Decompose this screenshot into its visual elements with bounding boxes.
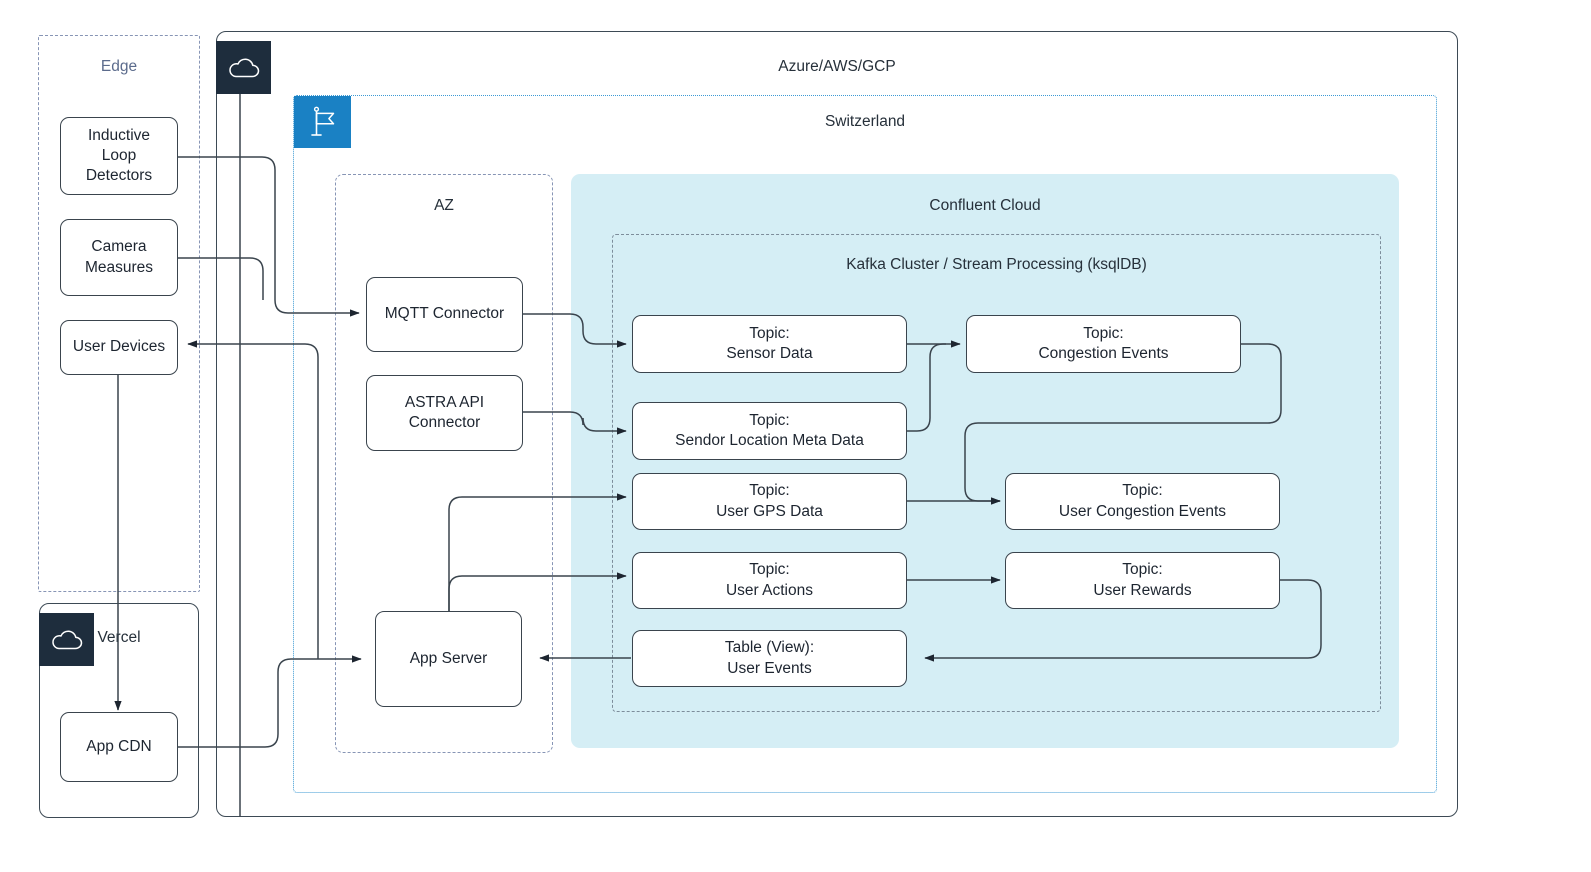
node-astra-api-connector[interactable]: ASTRA API Connector: [366, 375, 523, 451]
node-user-devices[interactable]: User Devices: [60, 320, 178, 375]
node-label: App CDN: [86, 737, 152, 755]
node-mqtt-connector[interactable]: MQTT Connector: [366, 277, 523, 352]
confluent-cloud-label: Confluent Cloud: [929, 197, 1041, 214]
node-label: App Server: [409, 649, 488, 667]
node-app-server[interactable]: App Server: [375, 611, 522, 707]
node-label: Camera Measures: [84, 238, 154, 276]
node-topic-user-congestion-events[interactable]: Topic: User Congestion Events: [1005, 473, 1280, 530]
cloud-icon: [216, 41, 271, 94]
node-label: Topic: User Rewards: [1093, 561, 1192, 599]
node-topic-sensor-location-meta-data[interactable]: Topic: Sendor Location Meta Data: [632, 402, 907, 460]
container-az: [335, 174, 553, 753]
node-label: Topic: Sensor Data: [726, 324, 813, 362]
az-label: AZ: [434, 197, 454, 214]
node-app-cdn[interactable]: App CDN: [60, 712, 178, 782]
node-label: Topic: Congestion Events: [1038, 324, 1169, 362]
edge-label: Edge: [100, 58, 138, 75]
node-label: User Devices: [72, 338, 166, 356]
node-label: Topic: Sendor Location Meta Data: [675, 411, 864, 449]
node-label: Topic: User Congestion Events: [1058, 482, 1227, 520]
node-label: MQTT Connector: [384, 305, 505, 323]
node-topic-congestion-events[interactable]: Topic: Congestion Events: [966, 315, 1241, 373]
kafka-cluster-label: Kafka Cluster / Stream Processing (ksqlD…: [846, 256, 1147, 273]
node-inductive-loop-detectors[interactable]: Inductive Loop Detectors: [60, 117, 178, 195]
node-topic-user-rewards[interactable]: Topic: User Rewards: [1005, 552, 1280, 609]
node-topic-user-actions[interactable]: Topic: User Actions: [632, 552, 907, 609]
node-topic-sensor-data[interactable]: Topic: Sensor Data: [632, 315, 907, 373]
vercel-cloud-icon: [39, 613, 94, 666]
container-kafka-cluster: [612, 234, 1381, 712]
flag-icon: [294, 96, 351, 148]
node-label: Inductive Loop Detectors: [85, 126, 153, 185]
node-table-user-events[interactable]: Table (View): User Events: [632, 630, 907, 687]
node-topic-user-gps-data[interactable]: Topic: User GPS Data: [632, 473, 907, 530]
node-camera-measures[interactable]: Camera Measures: [60, 219, 178, 296]
node-label: ASTRA API Connector: [404, 393, 485, 431]
node-label: Table (View): User Events: [724, 639, 815, 677]
vercel-label: Vercel: [97, 629, 141, 646]
node-label: Topic: User Actions: [725, 561, 813, 599]
region-label: Switzerland: [824, 113, 906, 130]
node-label: Topic: User GPS Data: [716, 482, 823, 520]
cloud-provider-label: Azure/AWS/GCP: [778, 58, 896, 75]
